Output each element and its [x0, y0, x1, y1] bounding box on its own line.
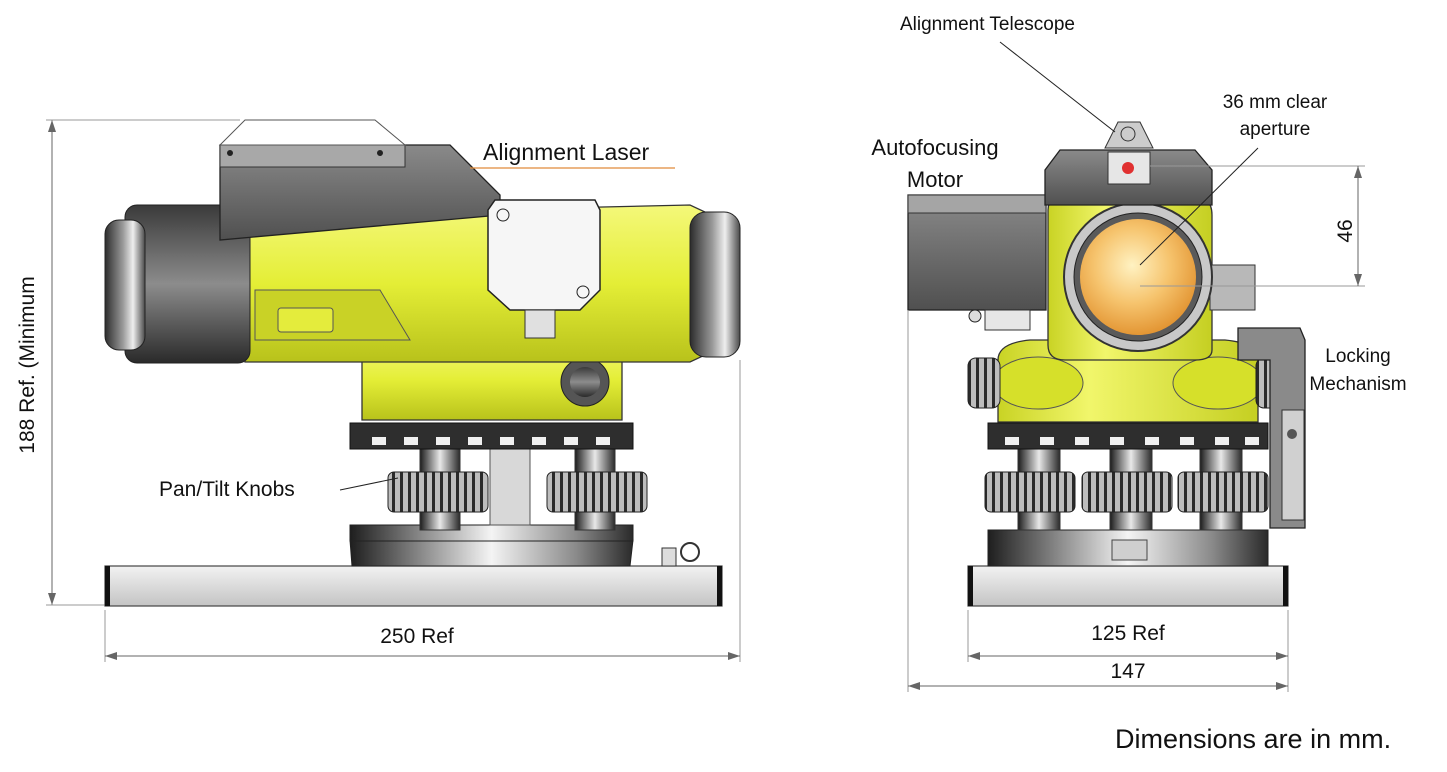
front-side-knob-left	[967, 357, 1001, 409]
front-knob-1	[984, 471, 1076, 513]
label-alignment-laser: Alignment Laser	[483, 139, 650, 165]
side-laser-top-outline	[218, 119, 407, 146]
front-turret-bulge-left	[992, 356, 1084, 410]
side-base-plate-edge-left	[105, 566, 110, 606]
label-front-width-total: 147	[1110, 660, 1146, 683]
label-front-width-ref: 125 Ref	[1091, 622, 1165, 645]
front-knob-2	[1081, 471, 1173, 513]
front-rotation-ring	[987, 422, 1269, 450]
front-lens	[1080, 219, 1196, 335]
front-view	[907, 41, 1365, 692]
side-bracket	[489, 444, 531, 526]
front-side-block	[1209, 264, 1256, 311]
height-dim-arrow-top	[48, 120, 56, 132]
front-base-plate	[967, 565, 1289, 607]
front-autofocus-motor	[907, 194, 1047, 311]
front-telescope-sight	[1104, 121, 1154, 149]
label-alignment-telescope: Alignment Telescope	[900, 14, 1075, 35]
side-knob-left	[387, 471, 489, 513]
side-base-plate	[104, 565, 723, 607]
side-motor-cover	[487, 199, 601, 311]
telescope-leader-line	[999, 41, 1116, 133]
label-autofocus-1: Autofocusing	[871, 135, 999, 160]
label-autofocus-2: Motor	[906, 167, 964, 192]
label-offset-46: 46	[1334, 219, 1357, 243]
height-dim-arrow-bottom	[48, 593, 56, 605]
front-telescope-aperture	[1122, 162, 1134, 174]
label-pan-tilt-knobs: Pan/Tilt Knobs	[159, 478, 295, 501]
side-motor-screw-2	[576, 285, 590, 299]
label-height-dimension: 188 Ref. (Minimum	[16, 276, 39, 454]
knobs-leader-line	[339, 477, 399, 491]
side-lanyard-ring	[680, 542, 700, 562]
aperture-leader-line	[1139, 147, 1259, 266]
label-locking-2: Mechanism	[1309, 374, 1407, 395]
side-eyepiece-cap	[104, 219, 146, 351]
label-side-width: 250 Ref	[380, 625, 454, 648]
side-knob-right	[546, 471, 648, 513]
side-laser-housing-top	[219, 144, 406, 168]
label-locking-1: Locking	[1325, 346, 1391, 367]
label-clear-aperture-2: aperture	[1239, 119, 1311, 140]
label-units-note: Dimensions are in mm.	[1115, 724, 1392, 754]
side-base-plate-edge-right	[717, 566, 722, 606]
side-body-window	[277, 307, 334, 333]
side-objective	[689, 211, 741, 358]
label-clear-aperture-1: 36 mm clear	[1222, 92, 1328, 113]
side-rotation-ring	[349, 422, 634, 450]
side-motor-screw-1	[496, 208, 510, 222]
side-turret-knob-inner	[570, 367, 600, 397]
side-tribrach-base	[349, 539, 634, 567]
side-motor-connector	[524, 309, 556, 339]
front-knob-3	[1177, 471, 1269, 513]
side-view	[46, 119, 741, 662]
front-turret-bulge-right	[1172, 356, 1264, 410]
